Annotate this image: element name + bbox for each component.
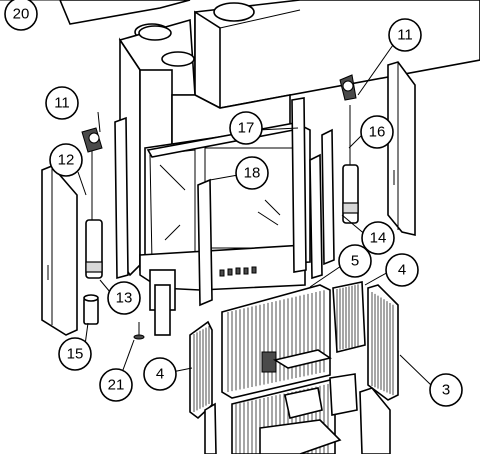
callout-3-label: 3 <box>442 382 450 399</box>
firebrick-bottom <box>204 373 391 454</box>
callout-11-right-label: 11 <box>397 27 413 44</box>
gas-spring-left <box>85 148 103 279</box>
callout-18-label: 18 <box>244 165 261 182</box>
callout-4-upper-label: 4 <box>398 262 406 279</box>
callout-11-left: 11 <box>45 86 79 120</box>
pulley-left <box>81 127 103 153</box>
callout-16-label: 16 <box>369 124 386 141</box>
right-side-panel <box>387 61 416 237</box>
callout-21-label: 21 <box>108 377 125 394</box>
callout-15: 15 <box>58 337 92 371</box>
top-hood-assembly <box>118 0 480 110</box>
callout-18: 18 <box>235 156 269 190</box>
weight-part-15 <box>83 294 99 325</box>
firebrick-side-right <box>367 284 399 401</box>
firebrick-back-panel <box>221 284 332 399</box>
firebrick-side-right-upper <box>332 281 366 354</box>
callout-16: 16 <box>360 115 394 149</box>
callout-14-label: 14 <box>370 230 387 247</box>
callout-13-label: 13 <box>116 290 133 307</box>
left-side-panel-inner <box>114 116 129 280</box>
callout-4-lower-label: 4 <box>156 366 164 383</box>
callout-13: 13 <box>107 281 141 315</box>
callout-20-label: 20 <box>13 6 30 23</box>
callout-20: 20 <box>4 0 38 31</box>
left-side-panel <box>41 165 78 336</box>
leader-lines <box>77 44 433 387</box>
pulley-right <box>339 74 357 101</box>
firebrick-side-left <box>189 320 213 420</box>
callout-11-left-label: 11 <box>54 95 70 112</box>
callout-21: 21 <box>99 368 133 402</box>
frame-part-18 <box>197 178 213 307</box>
callout-11-right: 11 <box>388 18 422 52</box>
bolt-part-21 <box>133 322 145 340</box>
callout-12-label: 12 <box>58 152 75 169</box>
right-strips <box>291 97 335 280</box>
callout-4-lower: 4 <box>143 357 177 391</box>
hood-fragment-top-left <box>0 0 191 25</box>
callout-5: 5 <box>338 244 372 278</box>
callout-12: 12 <box>49 143 83 177</box>
callout-5-label: 5 <box>351 253 359 270</box>
callout-17: 17 <box>229 111 263 145</box>
callout-17-label: 17 <box>238 120 255 137</box>
callout-4-upper: 4 <box>385 253 419 287</box>
callout-3: 3 <box>429 373 463 407</box>
callout-14: 14 <box>361 221 395 255</box>
callout-15-label: 15 <box>67 346 84 363</box>
gas-spring-right <box>342 105 359 224</box>
vent-slots <box>219 266 257 277</box>
